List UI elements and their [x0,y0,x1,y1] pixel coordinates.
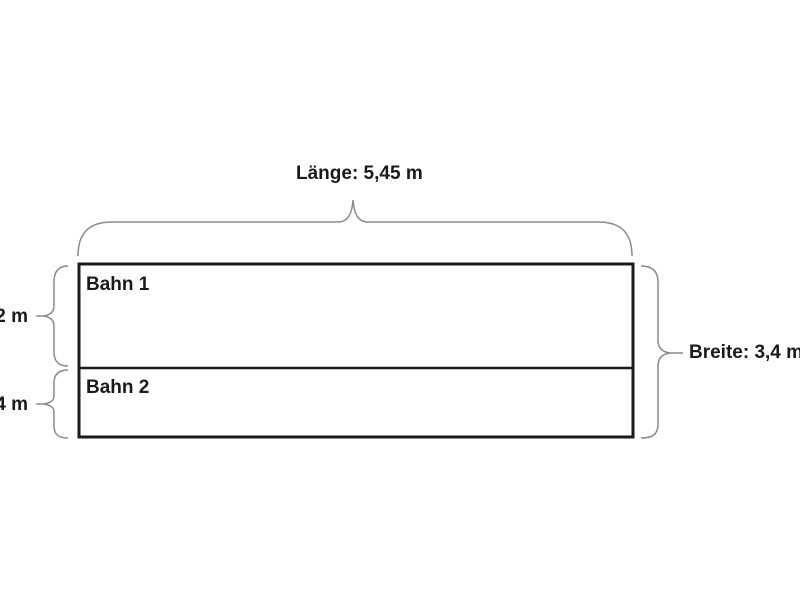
length-brace [77,199,633,257]
room-outline [77,262,635,439]
lane1-name: Bahn 1 [86,274,150,295]
lane1-width-label: 2 m [0,306,28,327]
lane2-name: Bahn 2 [86,377,150,398]
length-label: Länge: 5,45 m [296,163,423,184]
lane2-width-label: 4 m [0,394,28,415]
lane2-width-brace [36,369,69,439]
width-brace [640,265,683,439]
width-label: Breite: 3,4 m [689,342,800,363]
lane1-width-brace [36,265,69,367]
